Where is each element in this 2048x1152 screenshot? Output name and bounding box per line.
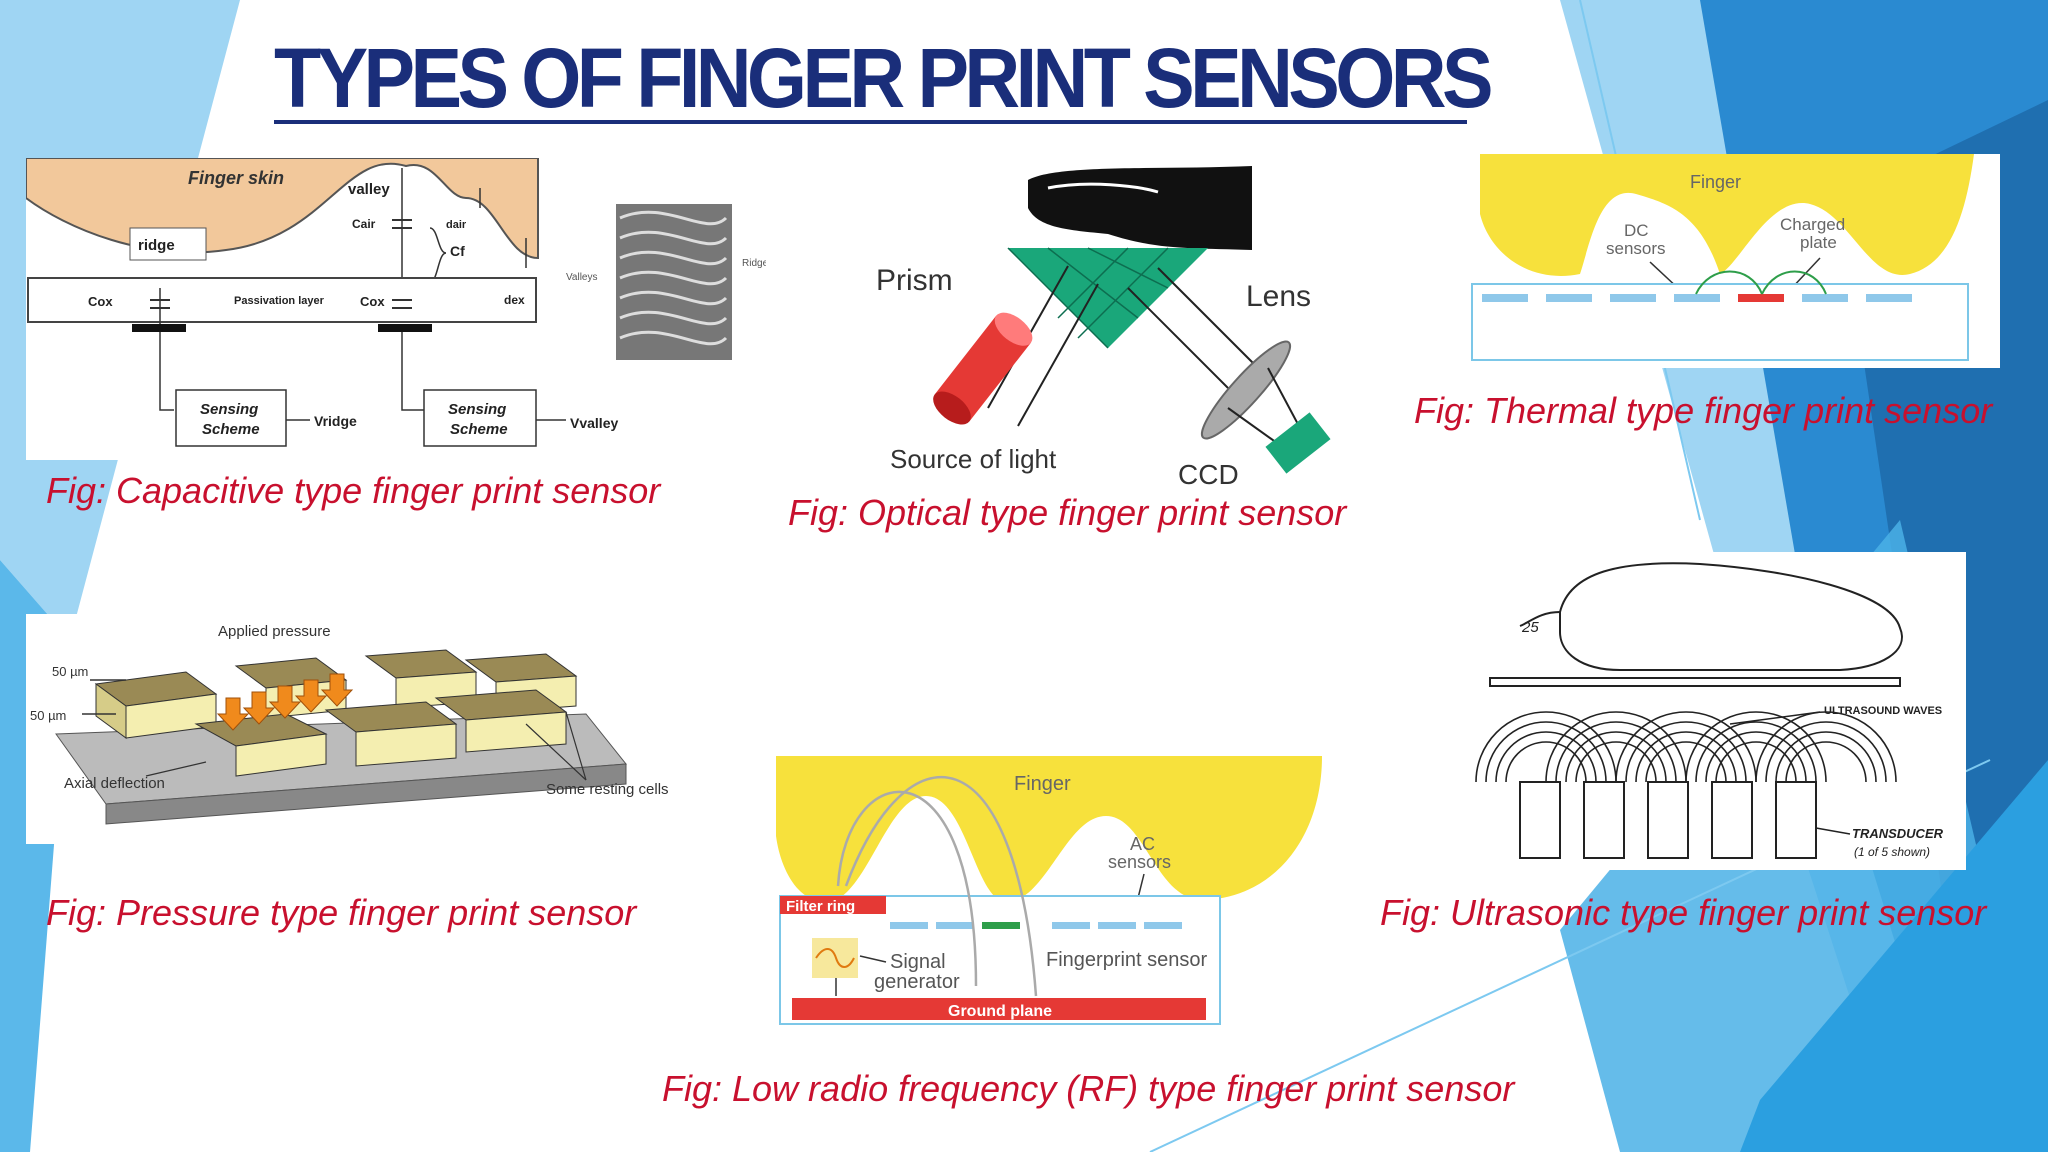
fingerprint-image — [616, 204, 732, 360]
label-25: 25 — [1521, 619, 1539, 636]
page-title: TYPES OF FINGER PRINT SENSORS — [274, 31, 1493, 125]
caption-rf: Fig: Low radio frequency (RF) type finge… — [662, 1068, 1515, 1109]
sensing-scheme-2-line2: Scheme — [450, 421, 508, 438]
passivation-label: Passivation layer — [234, 295, 325, 307]
dimension-1-label: 50 µm — [52, 664, 88, 679]
dimension-2-label: 50 µm — [30, 708, 66, 723]
fingerprint-sensor-label: Fingerprint sensor — [1046, 949, 1208, 971]
transducers — [1519, 781, 1817, 859]
caption-thermal: Fig: Thermal type finger print sensor — [1414, 390, 1993, 431]
ccd-label: CCD — [1178, 459, 1239, 488]
c-ox-left-label: Cox — [88, 294, 113, 309]
light-source-icon — [933, 312, 1033, 425]
finger-skin-label: Finger skin — [188, 168, 284, 188]
v-ridge-label: Vridge — [314, 413, 357, 429]
d-air-label: dair — [446, 219, 467, 231]
transducer-note-label: (1 of 5 shown) — [1854, 845, 1930, 859]
optical-diagram: Prism Lens Source of light CCD — [858, 158, 1354, 488]
d-ex-label: dex — [504, 293, 525, 307]
signal-generator-line2: generator — [874, 971, 960, 993]
filter-ring-label: Filter ring — [786, 898, 855, 915]
charged-plate-line2: plate — [1800, 233, 1837, 252]
prism-label: Prism — [876, 264, 953, 297]
transducer-label: TRANSDUCER — [1852, 826, 1944, 841]
axial-deflection-label: Axial deflection — [64, 775, 165, 792]
rf-diagram: Finger AC sensors Filter ring Signal gen… — [776, 756, 1322, 1028]
ridge-label: ridge — [138, 237, 175, 254]
valley-label: valley — [348, 181, 390, 198]
valleys-label: Valleys — [566, 272, 598, 283]
sensing-scheme-1-line1: Sensing — [200, 401, 258, 418]
finger-label: Finger — [1690, 172, 1741, 192]
caption-capacitive: Fig: Capacitive type finger print sensor — [46, 470, 661, 511]
rf-finger-label: Finger — [1014, 773, 1071, 795]
ac-sensors-line2: sensors — [1108, 852, 1171, 872]
ccd-icon — [1265, 412, 1331, 474]
title-underline — [274, 120, 1467, 124]
sensing-scheme-1-line2: Scheme — [202, 421, 260, 438]
charged-plate-line1: Charged — [1780, 215, 1845, 234]
thermal-diagram: Finger DC sensors Charged plate — [1470, 154, 2000, 368]
sensing-scheme-2-line1: Sensing — [448, 401, 506, 418]
ultrasound-waves — [1475, 711, 1897, 783]
lens-icon — [1200, 340, 1292, 440]
ultrasound-waves-label: ULTRASOUND WAVES — [1824, 705, 1942, 717]
lens-label: Lens — [1246, 280, 1311, 313]
caption-ultrasonic: Fig: Ultrasonic type finger print sensor — [1380, 892, 1987, 933]
signal-generator-line1: Signal — [890, 951, 946, 973]
c-f-label: Cf — [450, 243, 465, 259]
caption-optical: Fig: Optical type finger print sensor — [788, 492, 1347, 533]
ac-sensors-line1: AC — [1130, 834, 1155, 854]
ground-plane-label: Ground plane — [948, 1003, 1052, 1020]
caption-pressure: Fig: Pressure type finger print sensor — [46, 892, 637, 933]
ultrasonic-diagram: 25 ULTRASOUND WAVES TRANSDUCER (1 of 5 s… — [1460, 552, 1966, 870]
resting-cells-label: Some resting cells — [546, 781, 669, 798]
v-valley-label: Vvalley — [570, 415, 618, 431]
source-label: Source of light — [890, 444, 1057, 474]
pressure-diagram: Applied pressure 50 µm — [26, 614, 686, 844]
ridges-label: Ridges — [742, 258, 766, 269]
pressure-arrows — [216, 673, 354, 731]
dc-sensors-line1: DC — [1624, 221, 1649, 240]
applied-pressure-label: Applied pressure — [218, 623, 331, 640]
c-ox-right-label: Cox — [360, 294, 385, 309]
dc-sensors-line2: sensors — [1606, 239, 1666, 258]
capacitive-diagram: Finger skin valley ridge Cair dair Cf Co… — [26, 158, 766, 460]
c-air-label: Cair — [352, 217, 376, 231]
